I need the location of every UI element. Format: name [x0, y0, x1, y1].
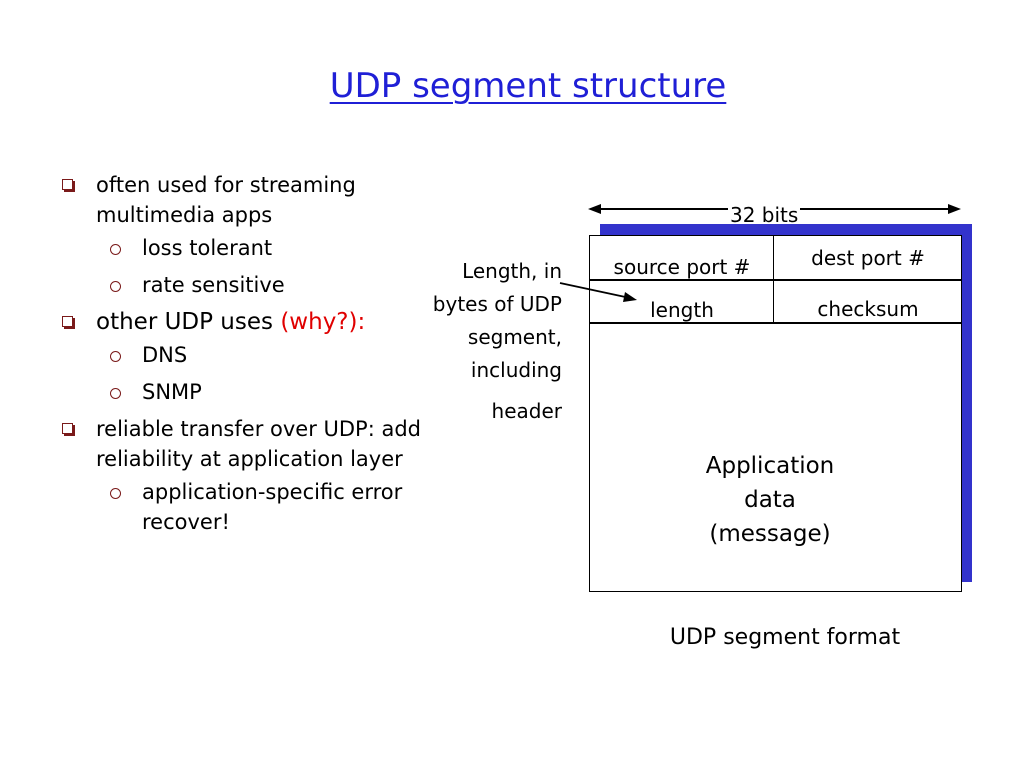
header-row-divider: [589, 279, 962, 281]
square-bullet-icon: [62, 316, 73, 327]
bullet-item: reliable transfer over UDP: add reliabil…: [58, 414, 458, 474]
bullet-text: other UDP uses: [96, 309, 281, 335]
segment-box: [589, 235, 962, 592]
annotation-line: header: [491, 399, 562, 423]
checksum-field: checksum: [817, 297, 919, 321]
bullet-item: other UDP uses (why?):: [58, 307, 458, 337]
bits-width-label: 32 bits: [728, 203, 801, 227]
payload-line: (message): [709, 521, 831, 547]
annotation-line: Length, in: [462, 259, 562, 283]
length-annotation: Length, in bytes of UDP segment, includi…: [392, 255, 562, 428]
page-title: UDP segment structure: [329, 66, 727, 106]
annotation-line: bytes of UDP: [432, 292, 562, 316]
square-bullet-icon: [62, 179, 73, 190]
why-emphasis: (why?):: [280, 309, 366, 335]
bullet-item: often used for streaming multimedia apps: [58, 170, 458, 230]
bullet-list: often used for streaming multimedia apps…: [58, 170, 458, 544]
sub-bullet-item: application-specific error recover!: [58, 477, 458, 537]
circle-bullet-icon: [110, 281, 121, 292]
bullet-text: reliable transfer over UDP: add reliabil…: [96, 417, 421, 471]
payload-line: data: [744, 487, 796, 513]
circle-bullet-icon: [110, 388, 121, 399]
header-bottom-divider: [589, 322, 962, 324]
source-port-field: source port #: [613, 255, 751, 279]
circle-bullet-icon: [110, 488, 121, 499]
annotation-line: including: [470, 358, 562, 382]
bullet-text: often used for streaming multimedia apps: [96, 173, 356, 227]
header-column-divider: [773, 235, 774, 323]
dest-port-field: dest port #: [811, 246, 925, 270]
diagram-caption: UDP segment format: [669, 625, 901, 650]
payload-line: Application: [705, 453, 835, 479]
sub-bullet-item: SNMP: [58, 377, 458, 407]
length-field: length: [650, 298, 714, 322]
square-bullet-icon: [62, 423, 73, 434]
sub-bullet-text: DNS: [142, 343, 188, 367]
sub-bullet-text: application-specific error recover!: [142, 480, 403, 534]
circle-bullet-icon: [110, 244, 121, 255]
circle-bullet-icon: [110, 351, 121, 362]
sub-bullet-text: rate sensitive: [142, 273, 285, 297]
sub-bullet-item: DNS: [58, 340, 458, 370]
sub-bullet-text: SNMP: [142, 380, 202, 404]
sub-bullet-item: loss tolerant: [58, 233, 458, 263]
sub-bullet-item: rate sensitive: [58, 270, 458, 300]
sub-bullet-text: loss tolerant: [142, 236, 273, 260]
application-data: Application data (message): [680, 449, 860, 551]
annotation-line: segment,: [467, 325, 562, 349]
